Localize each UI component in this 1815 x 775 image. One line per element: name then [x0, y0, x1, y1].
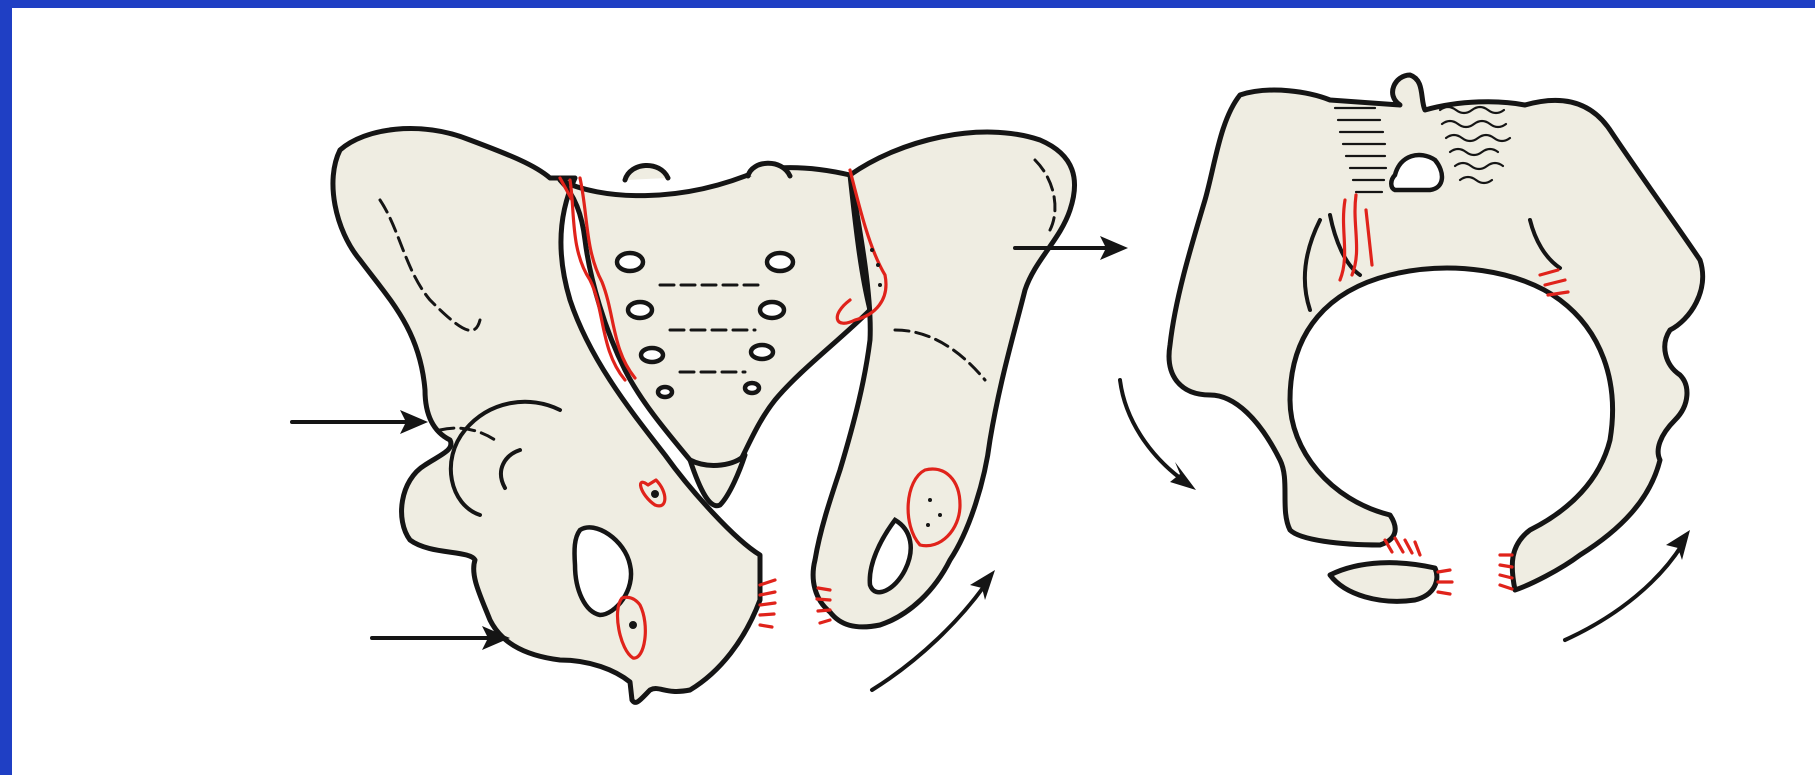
sacral-foramen-1r	[767, 253, 793, 271]
sacral-foramen-2l	[628, 302, 652, 318]
rotation-arrow-inlet-right	[1565, 545, 1682, 640]
rotation-arrow-inlet-left-head	[1170, 462, 1196, 490]
sacral-foramen-3r	[751, 345, 773, 359]
stipple-1	[870, 248, 874, 252]
stipple-3	[878, 283, 882, 287]
sacral-ala-bump-left	[625, 165, 668, 180]
frontal-pelvis-view	[292, 129, 1128, 703]
sacral-foramen-4r	[745, 383, 759, 393]
sacral-ala-bump-right	[748, 163, 790, 176]
sacral-foramen-2r	[760, 302, 784, 318]
inlet-fragment-fibres	[1438, 570, 1452, 594]
stipple-6	[938, 513, 942, 517]
sacral-foramen-4l	[658, 387, 672, 397]
stipple-4	[866, 293, 870, 297]
stipple-7	[926, 523, 930, 527]
fracture-fragment-1	[651, 490, 659, 498]
inlet-pelvis-view	[1120, 75, 1703, 640]
sacral-foramen-3l	[641, 348, 663, 362]
stipple-2	[876, 263, 880, 267]
pubic-fragment	[1330, 563, 1437, 602]
stipple-5	[928, 498, 932, 502]
rotation-arrow-inlet-left	[1120, 380, 1180, 478]
rotation-arrow-left-head	[970, 570, 995, 600]
fracture-fragment-2	[629, 621, 637, 629]
rotation-arrow-inlet-right-head	[1666, 530, 1690, 560]
pelvic-ring	[1169, 75, 1703, 590]
sacral-foramen-1l	[617, 253, 643, 271]
